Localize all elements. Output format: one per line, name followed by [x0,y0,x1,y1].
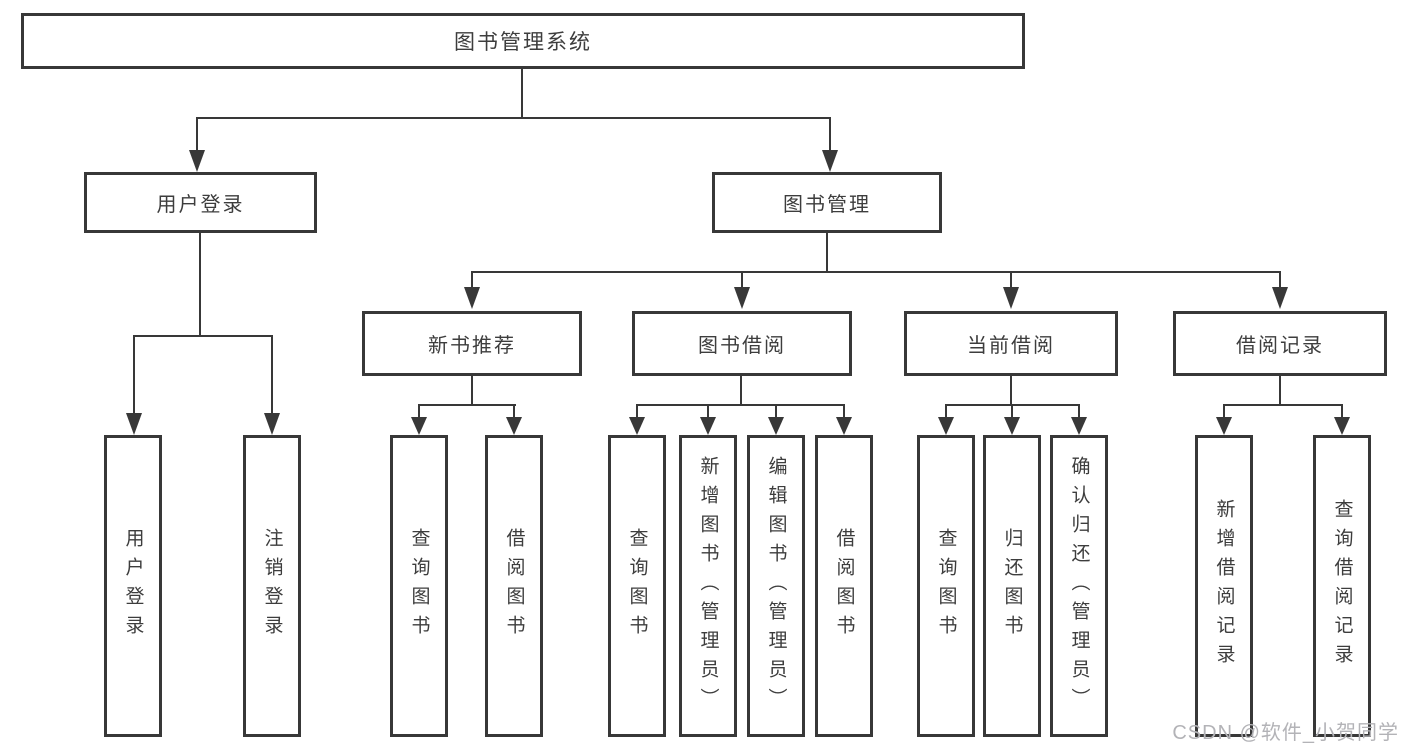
node-current-borrowing: 当前借阅 [904,311,1118,376]
connector-drop [1223,404,1225,418]
leaf-borrow-books: 借阅图书 [815,435,873,737]
arrowhead [464,287,480,309]
connector-bar [636,404,845,406]
node-new-book-recommend-label: 新书推荐 [428,335,516,357]
leaf-logout-label: 注销登录 [261,528,283,644]
connector-bar [418,404,516,406]
connector-root-bar [196,117,831,119]
arrowhead [1216,417,1232,435]
connector-drop-user [196,117,198,152]
connector-user-stem [199,233,201,336]
leaf-return-books: 归还图书 [983,435,1041,737]
leaf-borrow-books-recommend-label: 借阅图书 [503,528,525,644]
leaf-query-borrow-record-label: 查询借阅记录 [1331,499,1353,673]
connector-bar [1223,404,1343,406]
connector-stem [471,376,473,406]
connector-drop [1078,404,1080,418]
arrowhead [938,417,954,435]
arrowhead [1272,287,1288,309]
leaf-return-books-label: 归还图书 [1001,528,1023,644]
leaf-borrow-books-label: 借阅图书 [833,528,855,644]
arrowhead [822,150,838,172]
node-book-management: 图书管理 [712,172,942,233]
connector-drop [513,404,515,418]
leaf-add-borrow-record-label: 新增借阅记录 [1213,499,1235,673]
node-borrowing-records: 借阅记录 [1173,311,1387,376]
node-new-book-recommend: 新书推荐 [362,311,582,376]
node-book-borrowing: 图书借阅 [632,311,852,376]
connector-drop [471,271,473,289]
connector-stem [1010,376,1012,406]
node-borrowing-records-label: 借阅记录 [1236,335,1324,357]
connector-stem [1279,376,1281,406]
leaf-add-borrow-record: 新增借阅记录 [1195,435,1253,737]
arrowhead [1334,417,1350,435]
node-root: 图书管理系统 [21,13,1025,69]
leaf-edit-books-admin: 编辑图书（管理员） [747,435,805,737]
arrowhead [768,417,784,435]
leaf-add-books-admin-label: 新增图书（管理员） [697,455,719,717]
arrowhead [411,417,427,435]
arrowhead [700,417,716,435]
arrowhead [1003,287,1019,309]
leaf-query-books-borrowing-label: 查询图书 [626,528,648,644]
node-user-login-group-label: 用户登录 [156,194,245,216]
arrowhead [734,287,750,309]
leaf-query-borrow-record: 查询借阅记录 [1313,435,1371,737]
connector-drop [1011,404,1013,418]
connector-stem [740,376,742,406]
connector-drop [775,404,777,418]
node-book-management-label: 图书管理 [783,194,871,216]
connector-drop [271,335,273,415]
arrowhead [506,417,522,435]
leaf-add-books-admin: 新增图书（管理员） [679,435,737,737]
connector-drop [945,404,947,418]
leaf-query-books-current: 查询图书 [917,435,975,737]
arrowhead [1004,417,1020,435]
connector-drop-book [829,117,831,152]
leaf-user-login-label: 用户登录 [122,528,144,644]
connector-drop [1010,271,1012,289]
leaf-query-books-current-label: 查询图书 [935,528,957,644]
node-book-borrowing-label: 图书借阅 [698,335,786,357]
connector-drop [133,335,135,415]
arrowhead [126,413,142,435]
leaf-query-books-recommend: 查询图书 [390,435,448,737]
csdn-watermark: CSDN @软件_小贺同学 [1172,722,1399,744]
leaf-edit-books-admin-label: 编辑图书（管理员） [765,455,787,717]
leaf-borrow-books-recommend: 借阅图书 [485,435,543,737]
leaf-logout: 注销登录 [243,435,301,737]
connector-book-bar [471,271,1281,273]
leaf-query-books-borrowing: 查询图书 [608,435,666,737]
connector-drop [636,404,638,418]
connector-drop [741,271,743,289]
arrowhead [264,413,280,435]
connector-drop [843,404,845,418]
leaf-user-login: 用户登录 [104,435,162,737]
arrowhead [1071,417,1087,435]
node-current-borrowing-label: 当前借阅 [967,335,1055,357]
arrowhead [629,417,645,435]
connector-book-stem [826,233,828,273]
node-user-login-group: 用户登录 [84,172,317,233]
leaf-query-books-recommend-label: 查询图书 [408,528,430,644]
arrowhead [836,417,852,435]
leaf-confirm-return-admin-label: 确认归还（管理员） [1068,455,1090,717]
connector-drop [418,404,420,418]
arrowhead [189,150,205,172]
connector-drop [707,404,709,418]
node-root-label: 图书管理系统 [454,31,592,54]
connector-root-stem [521,69,523,118]
connector-drop [1341,404,1343,418]
leaf-confirm-return-admin: 确认归还（管理员） [1050,435,1108,737]
connector-drop [1279,271,1281,289]
connector-user-bar [133,335,273,337]
